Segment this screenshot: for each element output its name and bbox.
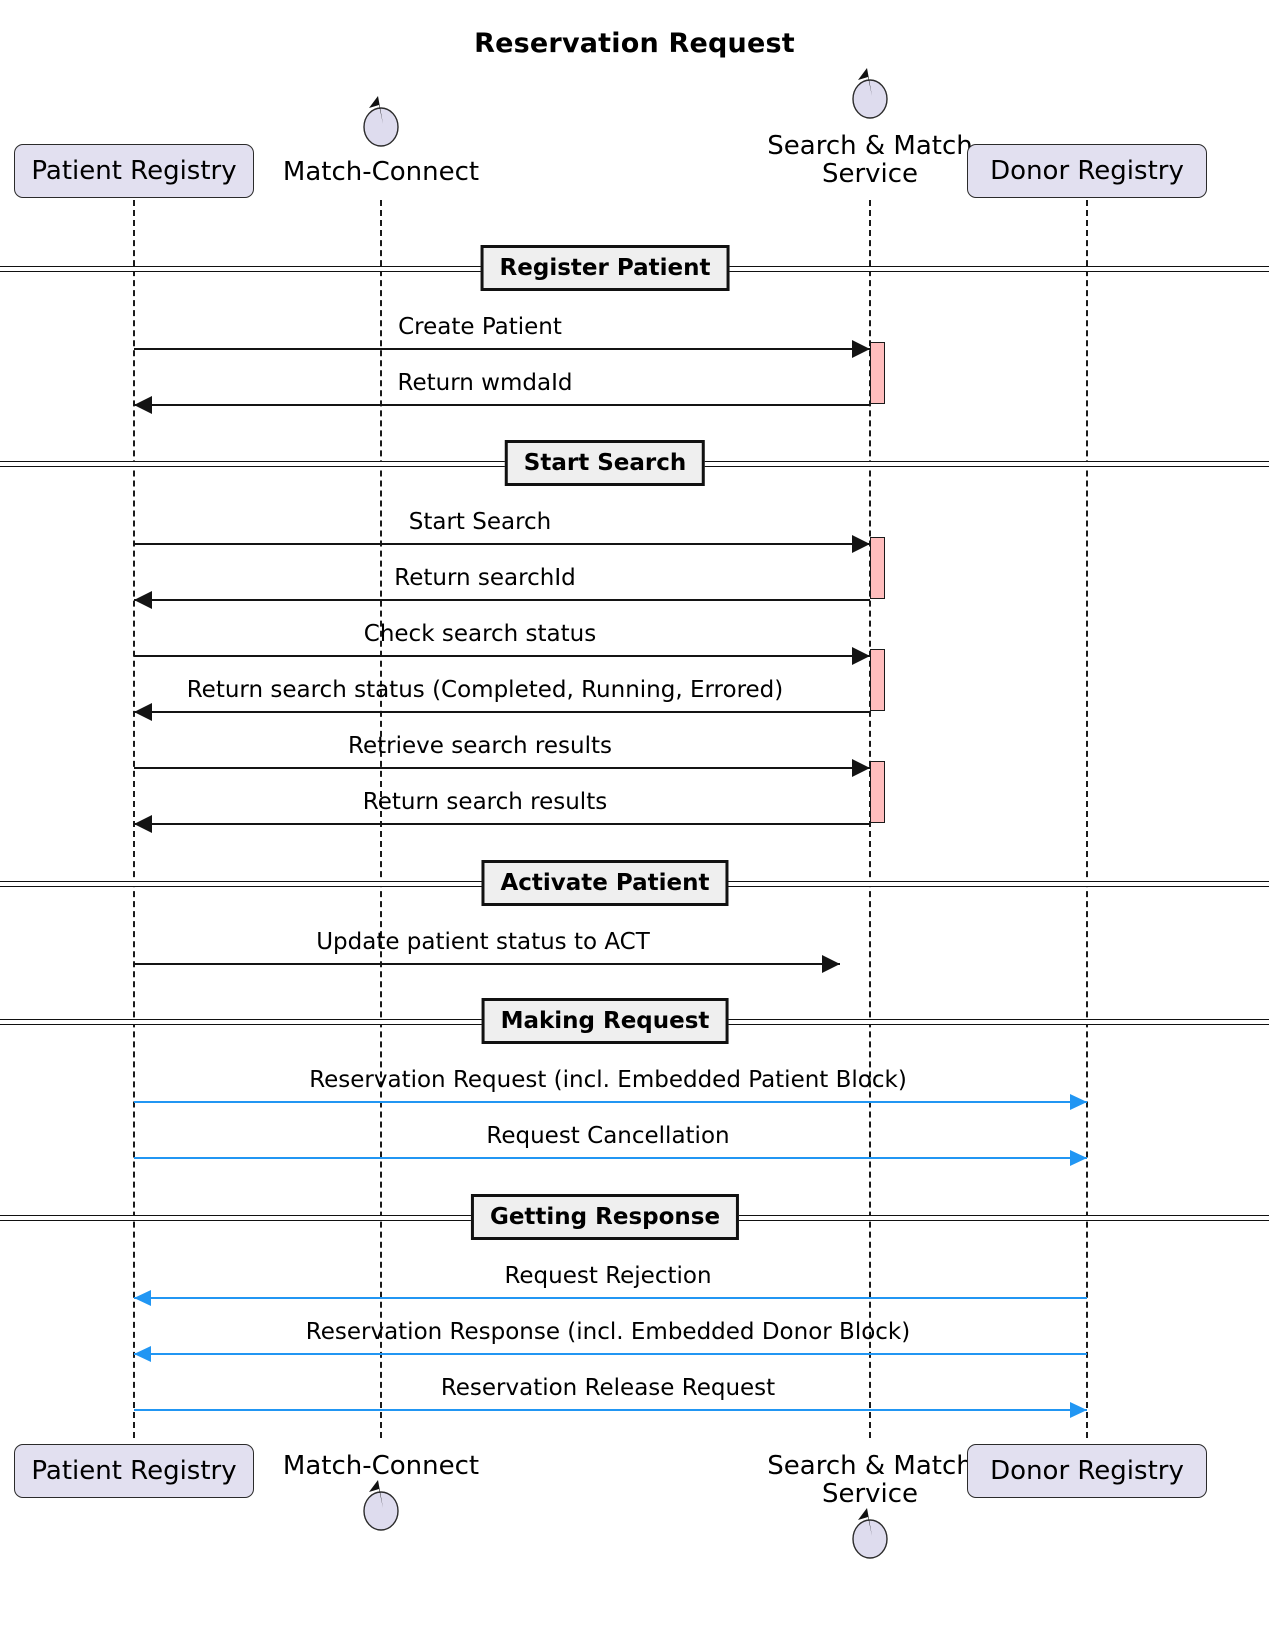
actor-circle-icon [357, 1478, 405, 1532]
message-arrowhead-retrieve-search-results [852, 759, 870, 777]
activation-bar-start-search-0 [870, 537, 885, 599]
actor-circle-icon [846, 66, 894, 120]
message-label-request-cancellation: Request Cancellation [486, 1123, 730, 1149]
message-label-return-wmdaid: Return wmdaId [397, 370, 573, 396]
participant-donor-registry-head[interactable]: Donor Registry [967, 144, 1207, 198]
message-label-return-searchid: Return searchId [394, 565, 576, 591]
participant-match-connect-foot[interactable] [357, 1478, 405, 1532]
message-arrowhead-reservation-response [134, 1346, 151, 1362]
activation-bar-start-search-2 [870, 761, 885, 823]
message-label-return-search-results: Return search results [362, 789, 608, 815]
message-line-return-searchid [134, 599, 870, 601]
message-label-reservation-request: Reservation Request (incl. Embedded Pati… [309, 1067, 907, 1093]
message-label-start-search-msg: Start Search [408, 509, 552, 535]
section-label-register-patient: Register Patient [480, 245, 730, 291]
message-arrowhead-request-cancellation [1070, 1150, 1087, 1166]
message-arrowhead-reservation-release [1070, 1402, 1087, 1418]
participant-match-connect-head[interactable] [357, 94, 405, 148]
message-line-create-patient [134, 348, 870, 350]
message-arrowhead-create-patient [852, 340, 870, 358]
message-line-return-search-results [134, 823, 870, 825]
message-label-reservation-release: Reservation Release Request [440, 1375, 776, 1401]
message-arrowhead-return-search-status [134, 703, 152, 721]
participant-label: Patient Registry [31, 1456, 237, 1486]
participant-donor-registry-foot[interactable]: Donor Registry [967, 1444, 1207, 1498]
participant-label: Match-Connect [282, 1451, 480, 1481]
message-line-reservation-response [134, 1353, 1087, 1355]
section-label-activate-patient: Activate Patient [481, 860, 729, 906]
message-line-update-patient-status [134, 963, 840, 965]
message-label-create-patient: Create Patient [398, 314, 562, 340]
message-line-check-search-status [134, 655, 870, 657]
message-label-reservation-response: Reservation Response (incl. Embedded Don… [305, 1319, 911, 1345]
message-arrowhead-request-rejection [134, 1290, 151, 1306]
page-title: Reservation Request [474, 28, 795, 59]
section-label-start-search: Start Search [504, 440, 706, 486]
section-label-getting-response: Getting Response [470, 1194, 740, 1240]
participant-label: Donor Registry [990, 156, 1184, 186]
message-arrowhead-reservation-request [1070, 1094, 1087, 1110]
actor-circle-icon [357, 94, 405, 148]
message-line-retrieve-search-results [134, 767, 870, 769]
participant-label: Match-Connect [282, 157, 480, 187]
message-line-reservation-release [134, 1409, 1087, 1411]
message-label-check-search-status: Check search status [363, 621, 597, 647]
lifeline-match-connect [380, 200, 382, 1438]
message-label-request-rejection: Request Rejection [504, 1263, 712, 1289]
message-line-reservation-request [134, 1101, 1087, 1103]
message-line-start-search-msg [134, 543, 870, 545]
message-line-return-wmdaid [134, 404, 870, 406]
participant-label: Search & Match Service [767, 1451, 973, 1510]
activation-bar-start-search-1 [870, 649, 885, 711]
lifeline-donor-registry [1086, 200, 1088, 1438]
participant-search-match-service-head[interactable] [846, 66, 894, 120]
message-arrowhead-return-searchid [134, 591, 152, 609]
message-line-request-rejection [134, 1297, 1087, 1299]
activation-bar-register-patient-0 [870, 342, 885, 404]
section-label-making-request: Making Request [481, 998, 729, 1044]
participant-label: Donor Registry [990, 1456, 1184, 1486]
participant-search-match-service-foot[interactable] [846, 1506, 894, 1560]
participant-label: Search & Match Service [767, 131, 973, 190]
participant-label: Patient Registry [31, 156, 237, 186]
message-arrowhead-return-search-results [134, 815, 152, 833]
message-line-return-search-status [134, 711, 870, 713]
message-line-request-cancellation [134, 1157, 1087, 1159]
message-arrowhead-return-wmdaid [134, 396, 152, 414]
message-label-retrieve-search-results: Retrieve search results [348, 733, 612, 759]
message-arrowhead-start-search-msg [852, 535, 870, 553]
message-label-update-patient-status: Update patient status to ACT [316, 929, 650, 955]
message-arrowhead-update-patient-status [822, 955, 840, 973]
actor-circle-icon [846, 1506, 894, 1560]
message-arrowhead-check-search-status [852, 647, 870, 665]
participant-patient-registry-foot[interactable]: Patient Registry [14, 1444, 254, 1498]
message-label-return-search-status: Return search status (Completed, Running… [186, 677, 784, 703]
participant-patient-registry-head[interactable]: Patient Registry [14, 144, 254, 198]
